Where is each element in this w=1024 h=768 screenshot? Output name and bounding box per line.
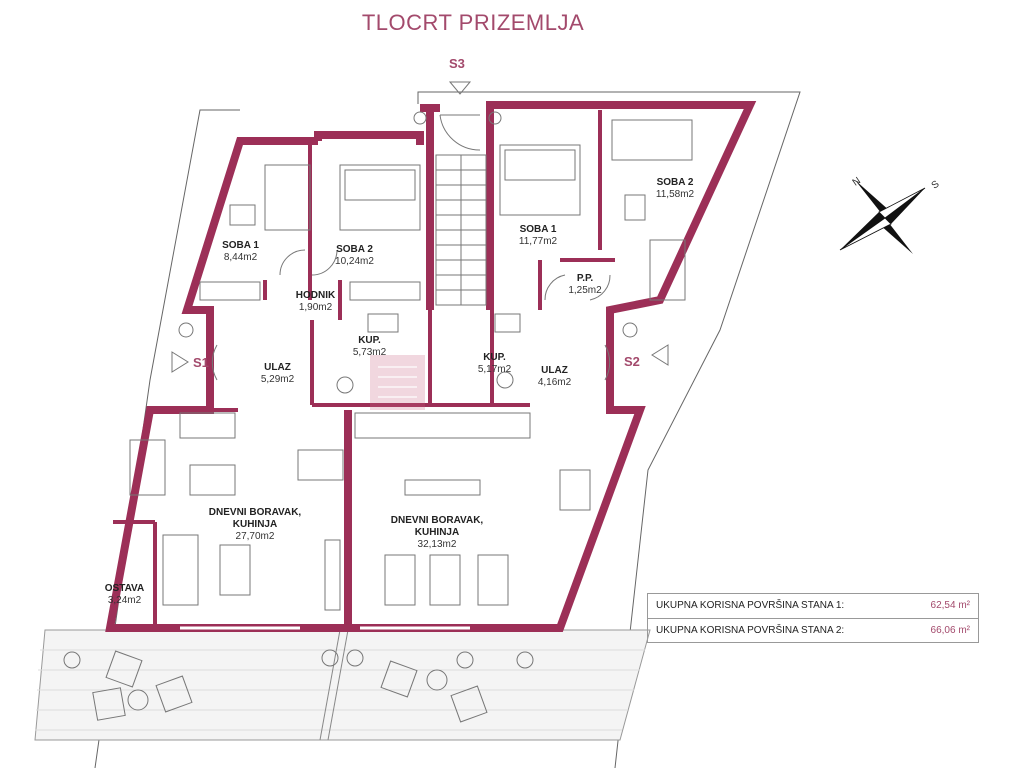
summary-value-1: 62,54 m²	[930, 600, 970, 611]
summary-label-1: UKUPNA KORISNA POVRŠINA STANA 1:	[656, 600, 845, 611]
compass-s: S	[930, 179, 942, 192]
page-title: TLOCRT PRIZEMLJA	[361, 10, 585, 35]
room-pp: P.P.1,25m2	[568, 273, 602, 296]
partitions	[113, 110, 615, 628]
furniture	[129, 119, 693, 630]
doors	[211, 114, 611, 381]
entrance-markers	[171, 81, 669, 373]
terrace	[34, 629, 651, 741]
section-s2: S2	[624, 354, 640, 369]
section-s1: S1	[193, 355, 209, 370]
stairs	[435, 154, 487, 306]
room-kup-b: KUP.5,17m2	[477, 352, 512, 375]
area-summary-table: UKUPNA KORISNA POVRŠINA STANA 1: 62,54 m…	[647, 593, 979, 643]
terrace-furniture	[63, 649, 534, 723]
summary-row-2: UKUPNA KORISNA POVRŠINA STANA 2: 66,06 m…	[648, 618, 978, 643]
compass-icon	[839, 180, 926, 254]
summary-row-1: UKUPNA KORISNA POVRŠINA STANA 1: 62,54 m…	[648, 594, 978, 618]
room-kup-a: KUP.5,73m2	[352, 335, 387, 358]
summary-label-2: UKUPNA KORISNA POVRŠINA STANA 2:	[656, 625, 845, 636]
summary-value-2: 66,06 m²	[930, 625, 970, 636]
section-s3: S3	[449, 56, 465, 71]
